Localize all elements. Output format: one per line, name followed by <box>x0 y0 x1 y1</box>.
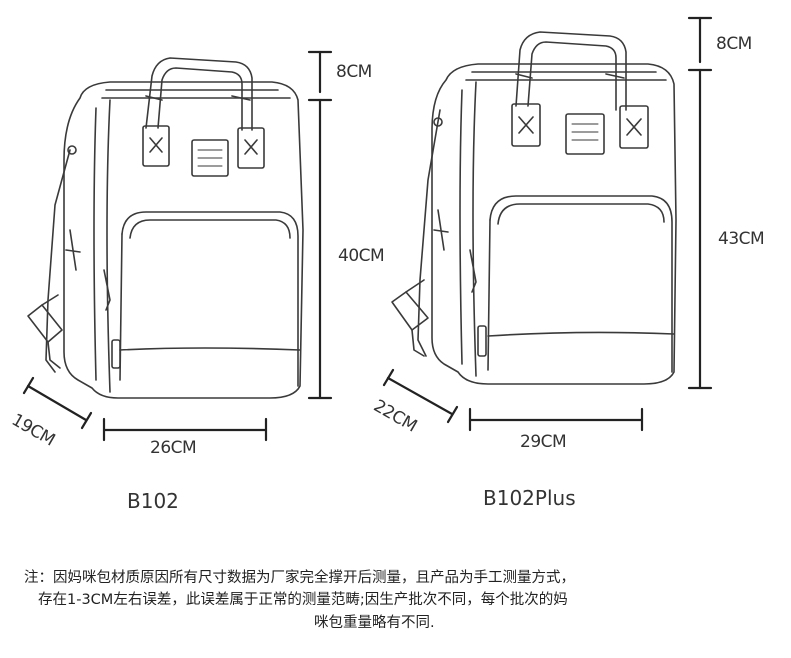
b102plus-model-name: B102Plus <box>483 486 576 510</box>
b102plus-handle-height-label: 8CM <box>716 34 752 54</box>
b102-model-name: B102 <box>127 489 179 513</box>
b102plus-width-label: 29CM <box>520 432 567 452</box>
b102-width-label: 26CM <box>150 438 197 458</box>
measurement-note-line-1: 注：因妈咪包材质原因所有尺寸数据为厂家完全撑开后测量，且产品为手工测量方式， <box>24 570 575 586</box>
b102-body-height-label: 40CM <box>338 246 385 266</box>
measurement-note-line-2: 存在1-3CM左右误差，此误差属于正常的测量范畴;因生产批次不同，每个批次的妈 <box>38 592 568 608</box>
backpack-b102-illustration <box>27 57 304 399</box>
b102-dimension-lines <box>22 50 333 442</box>
b102plus-body-height-label: 43CM <box>718 229 765 249</box>
b102-handle-height-label: 8CM <box>336 62 372 82</box>
b102plus-dimension-lines <box>382 16 713 432</box>
backpack-b102plus-illustration <box>391 31 677 385</box>
measurement-note-line-3: 咪包重量略有不同. <box>314 615 435 631</box>
